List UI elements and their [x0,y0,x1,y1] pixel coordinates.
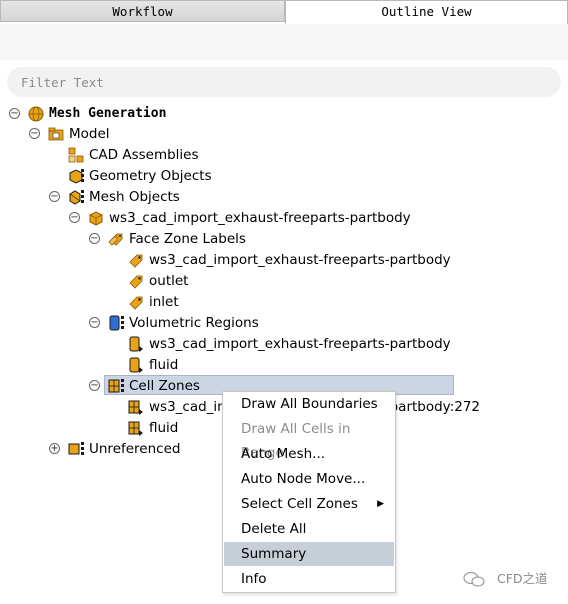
tree-label: ws3_cad_import_exhaust-freeparts-partbod… [149,336,451,352]
unreferenced-icon [68,442,84,455]
tree-node-mesh-object-body[interactable]: − ws3_cad_import_exhaust-freeparts-partb… [0,208,411,228]
tab-workflow[interactable]: Workflow [0,0,285,22]
tree-node-mesh-objects[interactable]: − Mesh Objects [0,187,220,207]
menu-item-delete-all[interactable]: Delete All [241,521,307,537]
tag-icon [129,296,143,310]
region-icon [129,336,143,352]
tree-label: ws3_cad_import_exhaust-freeparts-partbod… [109,210,411,226]
tab-outline-view[interactable]: Outline View [285,0,568,24]
collapse-toggle[interactable]: − [9,108,20,119]
mesh-object-cube-icon [89,211,103,226]
model-folder-icon [48,127,64,141]
mesh-objects-icon [69,190,84,205]
tree-label: Cell Zones [129,378,200,394]
cad-assemblies-icon [68,147,84,163]
menu-item-auto-node-move[interactable]: Auto Node Move... [241,471,366,487]
cell-zone-icon [128,421,143,436]
tree-label: outlet [149,273,189,289]
region-icon [129,357,143,373]
tree-node-face-zone-labels[interactable]: − Face Zone Labels [0,229,260,249]
tag-icon [129,275,143,289]
collapse-toggle[interactable]: − [29,128,40,139]
tree-label: Face Zone Labels [129,231,246,247]
tree-node-mesh-generation[interactable]: − Mesh Generation [0,104,300,124]
tree-node-volumetric-region[interactable]: fluid [0,355,240,375]
tree-label: Unreferenced [89,441,181,457]
filter-input[interactable] [7,67,561,97]
tree-node-cell-zones[interactable]: − Cell Zones [0,376,454,396]
tree-node-volumetric-region[interactable]: ws3_cad_import_exhaust-freeparts-partbod… [0,334,451,354]
watermark-text: CFD之道 [497,571,548,586]
tab-bar: Workflow Outline View [0,0,568,24]
tree-node-geometry-objects[interactable]: Geometry Objects [0,166,220,186]
context-menu: Draw All Boundaries Draw All Cells in Ra… [222,391,396,593]
menu-item-draw-all-cells-in-range[interactable]: Draw All Cells in Range [241,421,351,461]
tree-label: Volumetric Regions [129,315,259,331]
cell-zone-icon [128,400,143,415]
collapse-toggle[interactable]: − [89,233,100,244]
tree-label: fluid [149,420,179,436]
tree-label: Mesh Objects [89,189,180,205]
collapse-toggle[interactable]: − [89,317,100,328]
submenu-arrow-icon: ▶ [377,499,384,509]
tree-node-volumetric-regions[interactable]: − Volumetric Regions [0,313,280,333]
menu-item-auto-mesh[interactable]: Auto Mesh... [241,446,326,462]
menu-item-info[interactable]: Info [241,571,267,587]
toolbar-area [0,24,568,60]
collapse-toggle[interactable]: − [49,191,60,202]
menu-item-label: Select Cell Zones [241,496,358,512]
tree-label: Model [69,126,110,142]
tree-node-unreferenced[interactable]: + Unreferenced [0,439,220,459]
tree-label: Mesh Generation [49,106,167,121]
wechat-icon [463,572,485,587]
tag-icon [129,254,143,268]
collapse-toggle[interactable]: − [89,380,100,391]
tree-node-face-zone-label[interactable]: outlet [0,271,240,291]
volumetric-regions-icon [109,315,124,331]
tree-node-face-zone-label[interactable]: inlet [0,292,240,312]
menu-item-draw-all-boundaries[interactable]: Draw All Boundaries [241,396,378,412]
cell-zones-icon [108,379,124,393]
tree-label: fluid [149,357,179,373]
expand-toggle[interactable]: + [49,443,60,454]
geometry-objects-icon [69,169,84,184]
menu-item-select-cell-zones[interactable]: Select Cell Zones ▶ [224,492,394,516]
tree-node-cad-assemblies[interactable]: CAD Assemblies [0,145,220,165]
tree-node-face-zone-label[interactable]: ws3_cad_import_exhaust-freeparts-partbod… [0,250,451,270]
collapse-toggle[interactable]: − [69,212,80,223]
menu-item-summary[interactable]: Summary [224,542,394,566]
tags-icon [108,233,123,246]
tree-node-model[interactable]: − Model [0,124,200,144]
tree-node-cell-zone[interactable]: fluid [0,418,240,438]
tree-label: Geometry Objects [89,168,212,184]
tree-label: inlet [149,294,179,310]
tree-label: ws3_cad_import_exhaust-freeparts-partbod… [149,252,451,268]
tree-label: CAD Assemblies [89,147,199,163]
globe-icon [28,106,44,122]
